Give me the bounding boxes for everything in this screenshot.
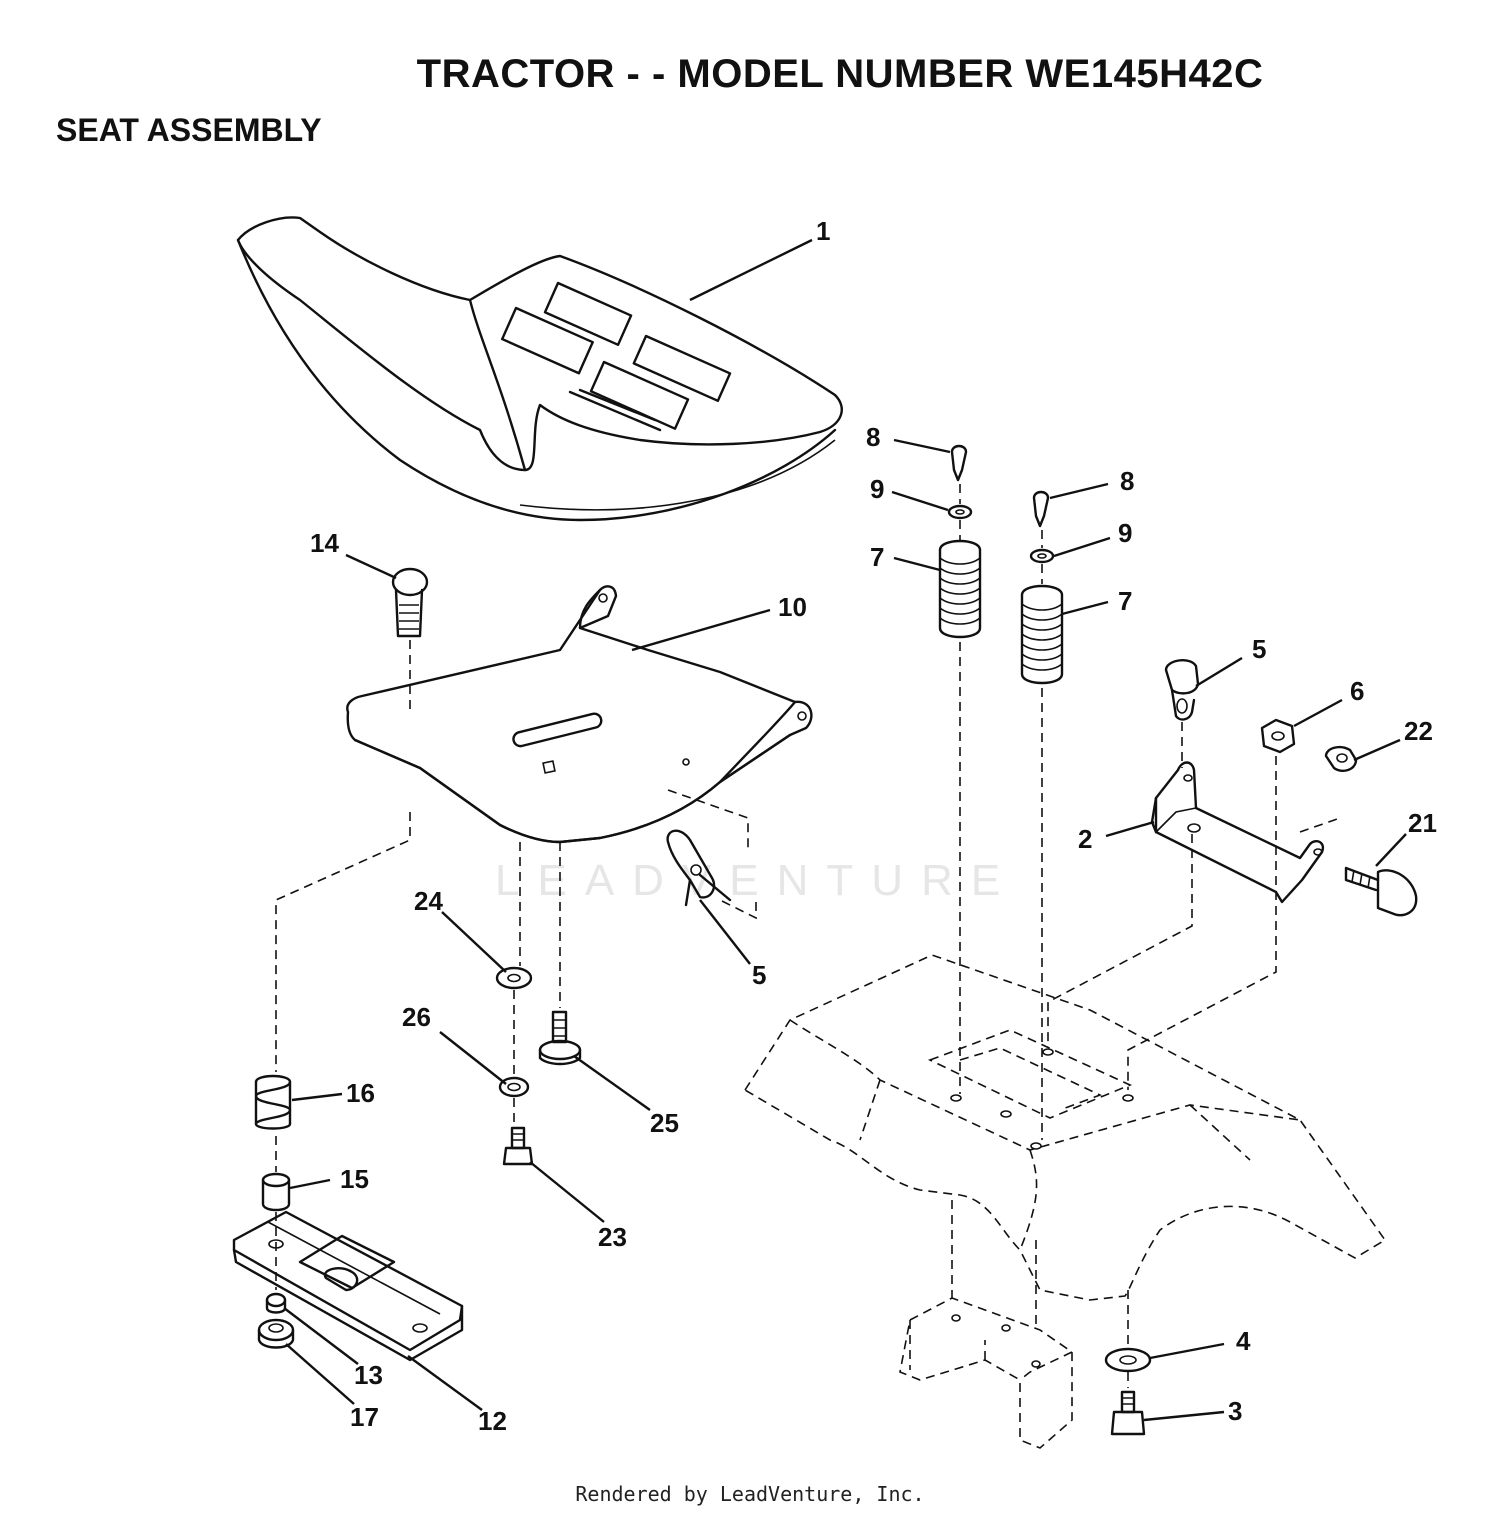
part-washer-9-left [947,504,973,520]
part-spacer-15 [261,1172,291,1212]
part-nut-6 [1260,718,1296,754]
callout-7-right: 7 [1118,586,1132,616]
part-spring-7-right [1020,584,1064,685]
footer-credit: Rendered by LeadVenture, Inc. [575,1482,925,1506]
callout-8-right: 8 [1120,466,1134,496]
callout-15: 15 [340,1164,369,1194]
part-washer-9-right [1029,548,1055,564]
part-spring-16 [254,1074,292,1130]
callout-8-left: 8 [866,422,880,452]
part-washer-4 [1104,1347,1152,1373]
assembly-centerlines [275,484,1341,1388]
callout-13: 13 [354,1360,383,1390]
part-hex-bolt-23 [502,1126,534,1166]
callout-12: 12 [478,1406,507,1436]
phantom-frame [743,954,1387,1449]
part-carriage-bolt [391,567,429,638]
callout-16: 16 [346,1078,375,1108]
leader-lines [283,238,1407,1422]
part-nut-22 [1324,745,1358,772]
part-flange-nut-17 [257,1318,295,1349]
part-seat-pan [346,585,813,844]
part-bolt-8-right [1032,490,1050,528]
callout-14: 14 [310,528,339,558]
part-washer-24 [495,966,533,990]
page-title: TRACTOR - - MODEL NUMBER WE145H42C [416,52,1264,96]
callout-26: 26 [402,1002,431,1032]
part-bracket [1150,761,1325,904]
part-nut-13 [265,1292,287,1314]
section-title: SEAT ASSEMBLY [56,112,322,148]
callout-4: 4 [1236,1326,1251,1356]
callout-2: 2 [1078,824,1092,854]
callout-5-right: 5 [1252,634,1266,664]
callout-24: 24 [414,886,443,916]
part-clip-right [1164,659,1200,721]
callout-3: 3 [1228,1396,1242,1426]
callout-labels: 1 2 3 4 5 5 6 7 7 8 8 9 9 10 12 13 14 15… [310,216,1437,1436]
callout-9-left: 9 [870,474,884,504]
callout-6: 6 [1350,676,1364,706]
part-spring-7-left [938,539,982,639]
callout-1: 1 [816,216,830,246]
part-lock-washer-26 [498,1076,530,1098]
callout-5-left: 5 [752,960,766,990]
part-bolt-8-left [950,444,968,482]
callout-10: 10 [778,592,807,622]
part-hex-bolt-3 [1110,1390,1146,1436]
callout-21: 21 [1408,808,1437,838]
callout-17: 17 [350,1402,379,1432]
callout-7-left: 7 [870,542,884,572]
callout-25: 25 [650,1108,679,1138]
callout-23: 23 [598,1222,627,1252]
callout-9-right: 9 [1118,518,1132,548]
watermark-text: LEADVENTURE [495,856,1018,905]
part-bolt-21 [1344,866,1418,917]
part-clip-left [666,829,732,907]
part-shoulder-bolt [538,1010,582,1066]
callout-22: 22 [1404,716,1433,746]
part-mount-plate [232,1210,464,1362]
part-seat [236,216,843,522]
